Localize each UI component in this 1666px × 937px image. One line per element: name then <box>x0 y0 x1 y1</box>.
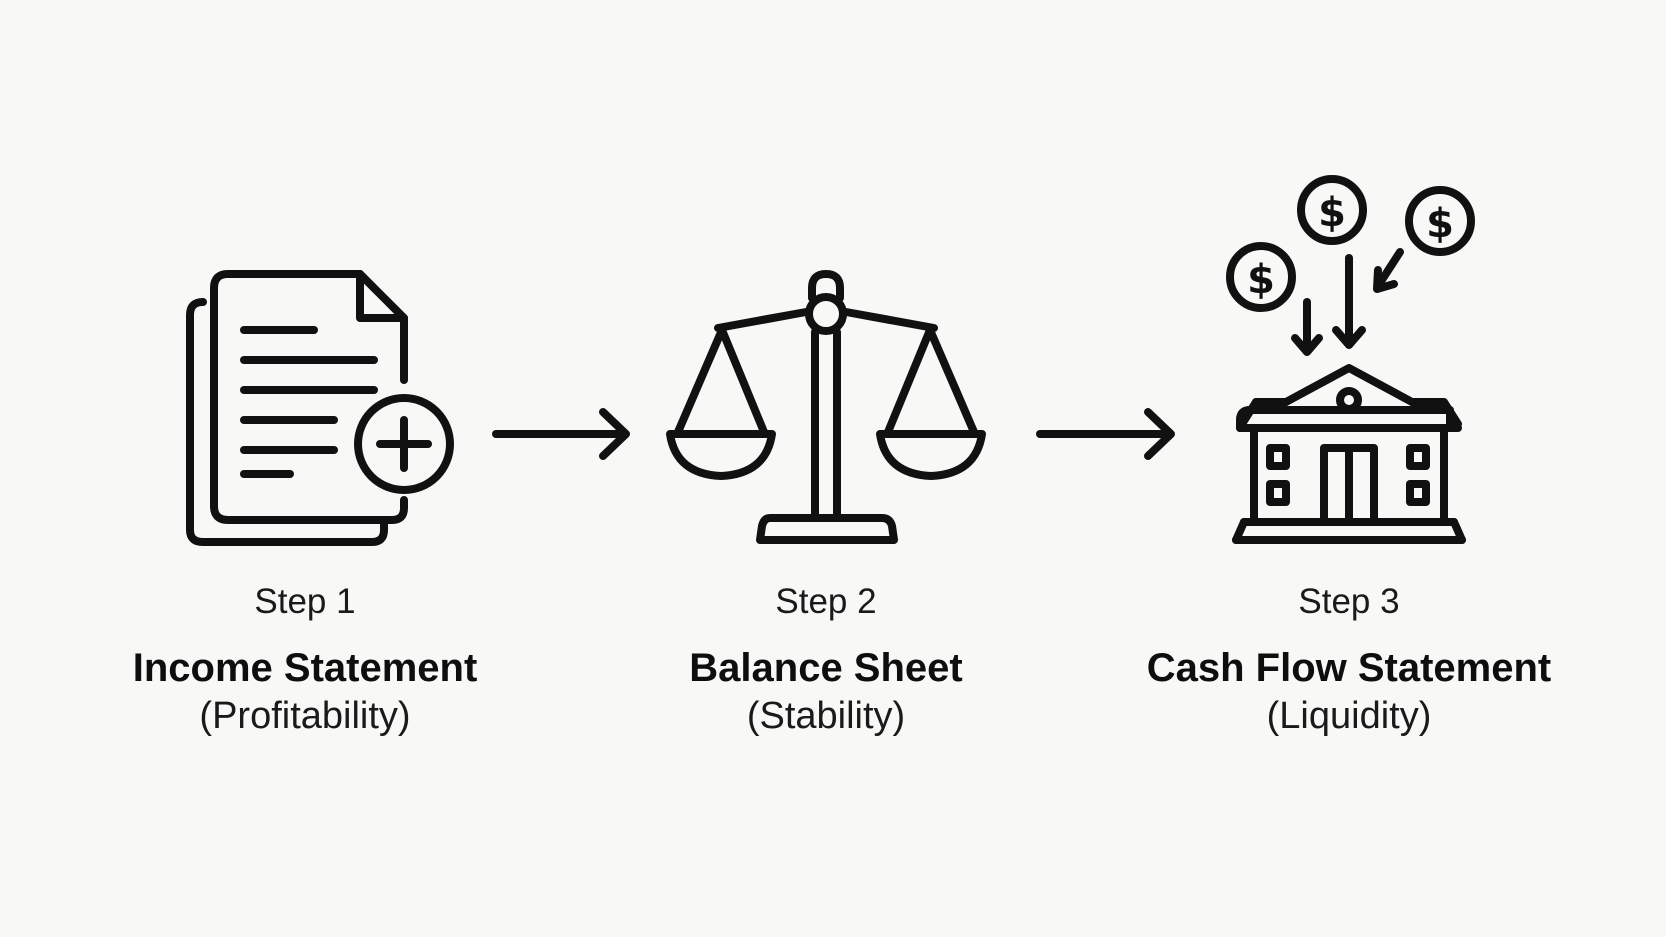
step-title: Cash Flow Statement <box>1146 646 1552 690</box>
step-subtitle: (Stability) <box>746 695 906 737</box>
dollar-sign: $ <box>1318 190 1346 236</box>
step-title: Income Statement <box>132 646 478 690</box>
dollar-sign: $ <box>1426 201 1454 247</box>
step-subtitle: (Profitability) <box>199 695 411 737</box>
dollar-coin-icon <box>1226 242 1296 312</box>
step-number: Step 3 <box>1298 582 1400 621</box>
step-title: Balance Sheet <box>689 646 963 690</box>
dollar-coin-icon <box>1405 186 1475 256</box>
step-2: Step 2 Balance Sheet (Stability) <box>576 580 1076 740</box>
step-1: Step 1 Income Statement (Profitability) <box>55 580 555 740</box>
dollar-coin-icon <box>1297 175 1367 245</box>
step-number: Step 1 <box>254 582 356 621</box>
step-number: Step 2 <box>775 582 877 621</box>
step-3: Step 3 Cash Flow Statement (Liquidity) <box>1099 580 1599 740</box>
dollar-sign: $ <box>1247 257 1275 303</box>
step-subtitle: (Liquidity) <box>1266 695 1432 737</box>
